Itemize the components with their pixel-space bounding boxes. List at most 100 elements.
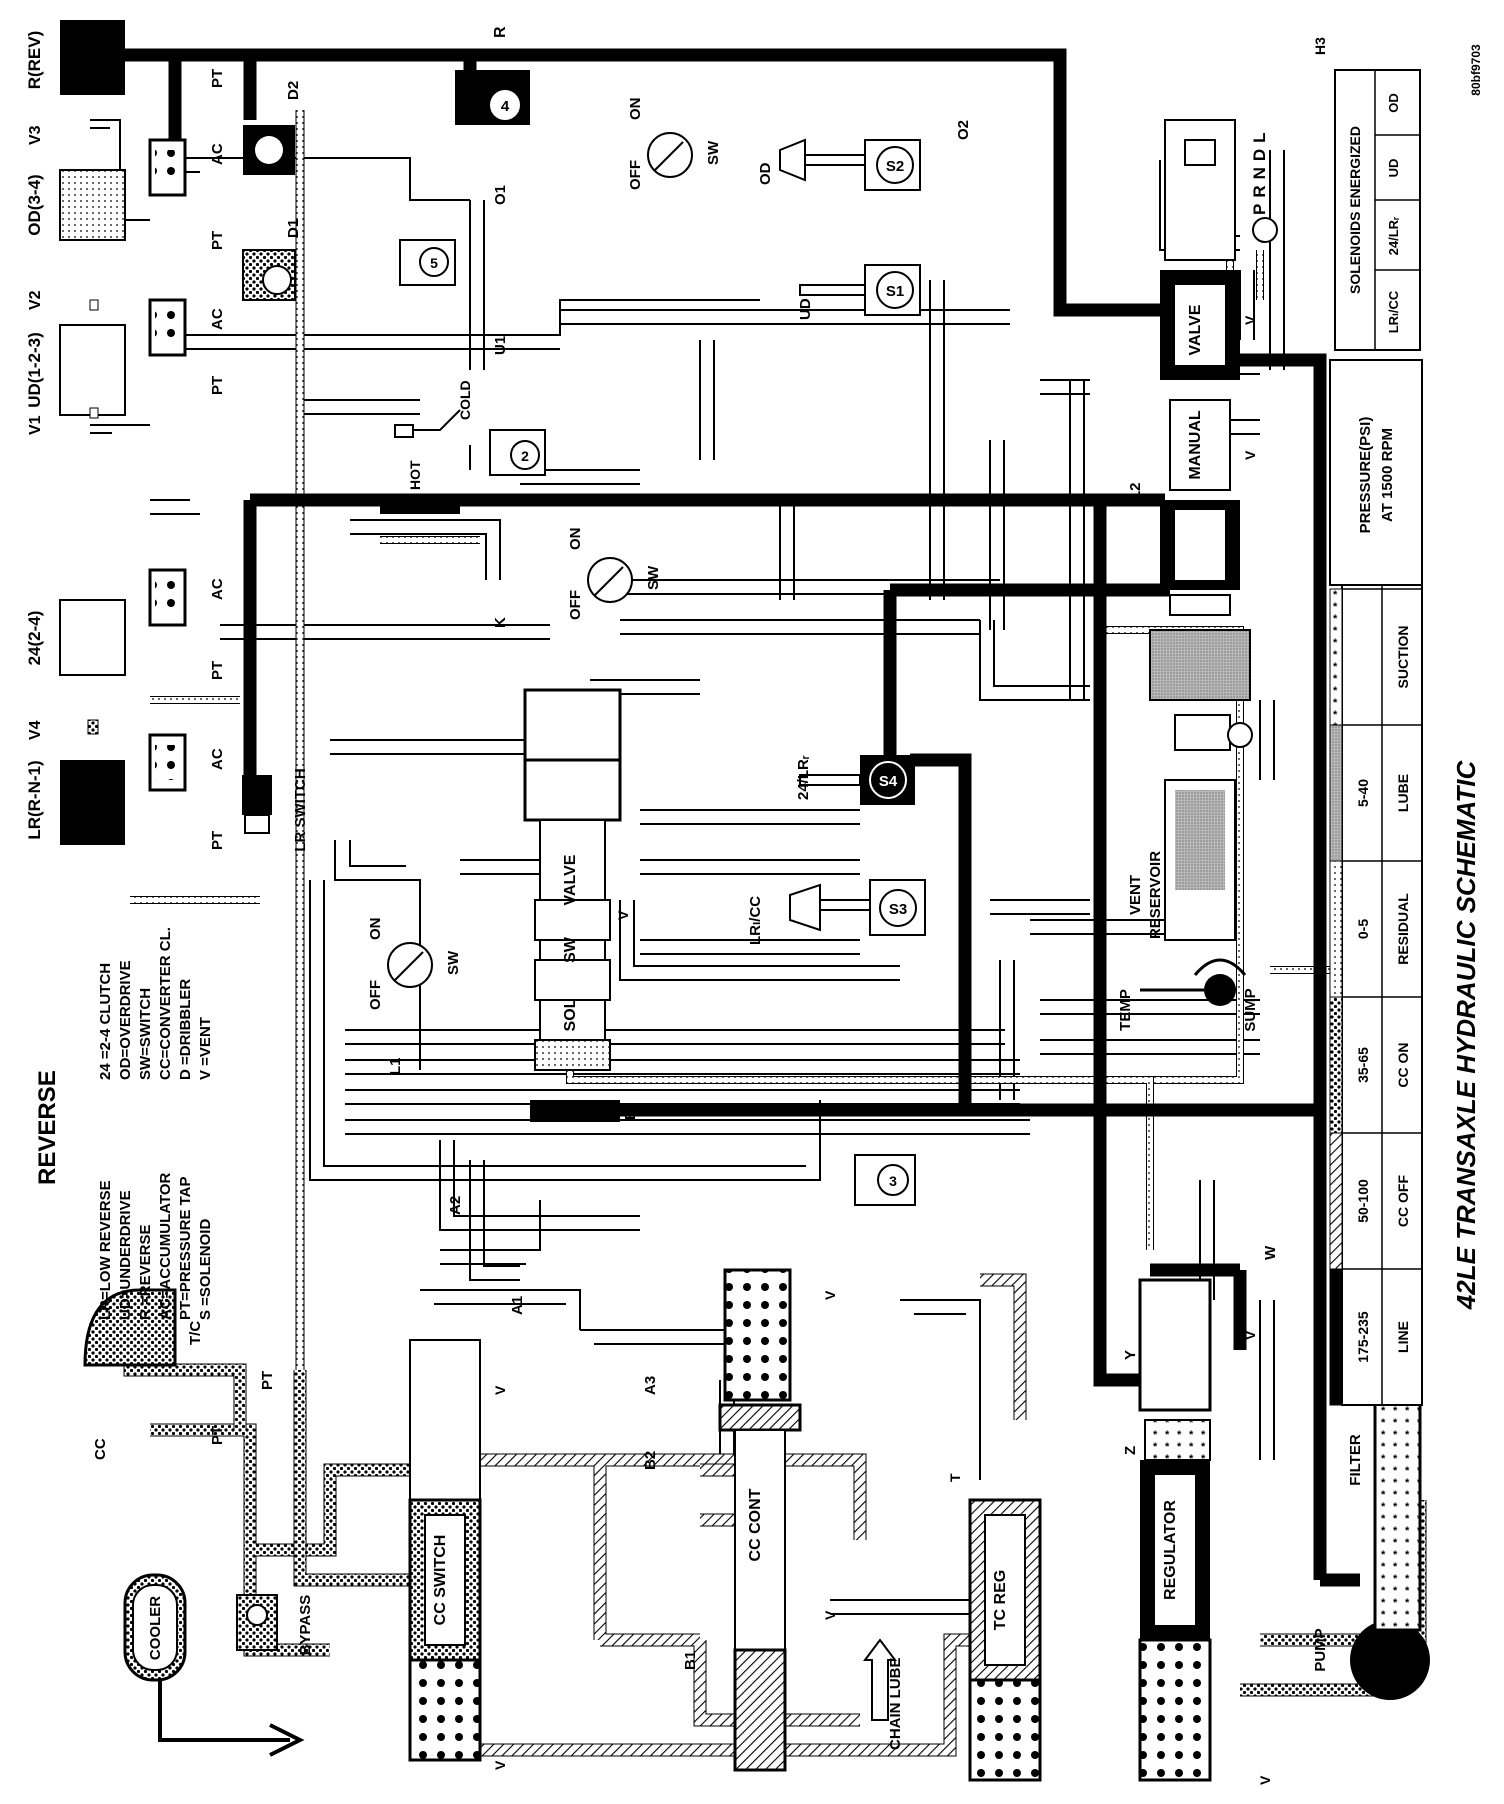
- pressure-swatch: [1329, 588, 1343, 726]
- svg-text:D1: D1: [285, 219, 302, 238]
- pressure-switch-od: OFF ON SW: [627, 98, 722, 191]
- svg-text:24/LRᵣ: 24/LRᵣ: [795, 755, 812, 800]
- svg-text:ON: ON: [567, 528, 584, 551]
- abbreviation-item: S =SOLENOID: [197, 1219, 214, 1320]
- svg-text:B2: B2: [642, 1451, 659, 1470]
- lr-clutch-label: LR(R-N-1): [25, 760, 44, 839]
- svg-text:OFF: OFF: [367, 980, 384, 1010]
- svg-text:V: V: [1242, 1330, 1258, 1340]
- abbreviation-item: SW=SWITCH: [137, 988, 154, 1080]
- manual-valve: VALVE MANUAL V V L2: [1127, 119, 1258, 701]
- dribbler-d1: D1: [242, 219, 302, 301]
- svg-text:TC REG: TC REG: [992, 1570, 1009, 1630]
- check-ball-5: 5: [399, 239, 456, 286]
- svg-text:T: T: [947, 1473, 963, 1482]
- svg-text:V: V: [1242, 450, 1258, 460]
- pressure-swatch: [1329, 1132, 1343, 1270]
- svg-text:LR SWITCH: LR SWITCH: [292, 768, 309, 851]
- svg-text:SOL: SOL: [562, 998, 579, 1031]
- svg-text:UD: UD: [1386, 159, 1401, 178]
- abbreviation-item: PT=PRESSURE TAP: [177, 1176, 194, 1320]
- svg-text:COLD: COLD: [457, 380, 473, 420]
- pressure-name: LINE: [1395, 1321, 1411, 1353]
- pressure-heading: PRESSURE(PSI): [1357, 417, 1374, 534]
- svg-text:OD: OD: [1386, 93, 1401, 113]
- solenoid-table: SOLENOIDS ENERGIZED LRₗ/CC 24/LRᵣ UD OD …: [1312, 37, 1421, 351]
- pressure-swatch: [1329, 724, 1343, 862]
- svg-text:VALVE: VALVE: [1187, 304, 1204, 355]
- passage-labels: O1 O2 U1 K L1 A2 A1 A3 B2 B1 E V V: [387, 120, 1258, 1670]
- solenoid-switch-valve: VALVE SW SOL: [523, 688, 622, 1122]
- pressure-name: CC ON: [1395, 1042, 1411, 1087]
- pressure-swatch: [1329, 860, 1343, 998]
- abbreviation-item: LR=LOW REVERSE: [97, 1180, 114, 1320]
- svg-text:S1: S1: [886, 283, 904, 300]
- svg-text:O2: O2: [955, 120, 972, 140]
- svg-text:Y: Y: [1122, 1350, 1139, 1360]
- svg-text:TEMP: TEMP: [1117, 989, 1134, 1031]
- clutch-ud: UD(1-2-3): [25, 324, 126, 416]
- svg-text:V: V: [492, 1760, 508, 1770]
- svg-text:SW: SW: [562, 936, 579, 963]
- gear-selector: PRNDL: [1250, 126, 1278, 243]
- svg-text:OD: OD: [757, 162, 774, 185]
- cooler: COOLER: [123, 1573, 305, 1757]
- pressure-range: 50-100: [1355, 1179, 1371, 1223]
- mode-label: REVERSE: [34, 1070, 61, 1185]
- tc-regulator-valve: TC REG T: [947, 1473, 1042, 1782]
- svg-text:MANUAL: MANUAL: [1187, 410, 1204, 480]
- chain-lube: CHAIN LUBE: [863, 1638, 904, 1750]
- svg-text:AC: AC: [209, 578, 226, 600]
- pressure-name: SUCTION: [1395, 626, 1411, 689]
- abbreviation-item: CC=CONVERTER CL.: [157, 927, 174, 1080]
- svg-text:K: K: [492, 617, 509, 628]
- cc-switch-valve: CC SWITCH V V: [408, 1339, 508, 1770]
- abbreviation-item: D =DRIBBLER: [177, 979, 194, 1080]
- svg-text:BYPASS: BYPASS: [297, 1595, 314, 1656]
- svg-text:4: 4: [501, 98, 510, 115]
- mode-title: REVERSE: [34, 1070, 61, 1185]
- svg-text:L1: L1: [387, 1057, 404, 1075]
- rev-clutch-label: R(REV): [25, 31, 44, 90]
- check-ball-4: 4 R: [455, 26, 530, 125]
- pump: PUMP: [1312, 1620, 1430, 1700]
- pressure-range: 175-235: [1355, 1311, 1371, 1363]
- solenoid-s4: S4 24/LRᵣ: [795, 755, 915, 805]
- svg-text:V: V: [1242, 315, 1258, 325]
- svg-text:U1: U1: [492, 336, 509, 355]
- vent-reservoir: VENT RESERVOIR: [1127, 779, 1236, 941]
- svg-text:V: V: [1257, 1775, 1273, 1785]
- svg-text:PRNDL: PRNDL: [1250, 126, 1269, 215]
- svg-text:24/LRᵣ: 24/LRᵣ: [1386, 216, 1401, 255]
- svg-text:R: R: [492, 26, 509, 38]
- svg-text:T/C: T/C: [187, 1321, 204, 1345]
- svg-text:AC: AC: [209, 143, 226, 165]
- svg-text:PUMP: PUMP: [1312, 1628, 1329, 1671]
- svg-text:VALVE: VALVE: [562, 854, 579, 905]
- svg-text:3: 3: [889, 1173, 897, 1189]
- thermal-valve: HOT COLD: [394, 380, 473, 490]
- svg-text:OFF: OFF: [627, 160, 644, 190]
- od-clutch-label: OD(3-4): [25, 174, 44, 235]
- check-ball-3: 3: [854, 1154, 916, 1206]
- svg-text:ON: ON: [627, 98, 644, 121]
- ud-clutch-label: UD(1-2-3): [25, 332, 44, 408]
- svg-text:V2: V2: [27, 290, 44, 310]
- temp-sensor: TEMP SUMP: [1117, 958, 1259, 1032]
- svg-text:S3: S3: [889, 901, 907, 918]
- abbreviation-item: UD=UNDERDRIVE: [117, 1190, 134, 1320]
- svg-text:V1: V1: [27, 415, 44, 435]
- svg-text:AC: AC: [209, 308, 226, 330]
- svg-text:SW: SW: [645, 565, 662, 590]
- svg-text:SW: SW: [705, 140, 722, 165]
- pressure-swatch: [1329, 1268, 1343, 1406]
- svg-text:V4: V4: [27, 720, 44, 740]
- accumulators: AC AC AC AC PT PT PT PT PT: [148, 69, 226, 850]
- svg-text:V: V: [615, 910, 631, 920]
- svg-text:PT: PT: [259, 1371, 276, 1390]
- svg-text:80bf9703: 80bf9703: [1469, 44, 1483, 96]
- abbreviation-item: 24 =2-4 CLUTCH: [97, 963, 114, 1080]
- svg-text:L2: L2: [1127, 482, 1144, 500]
- check-ball-2: 2: [489, 429, 546, 476]
